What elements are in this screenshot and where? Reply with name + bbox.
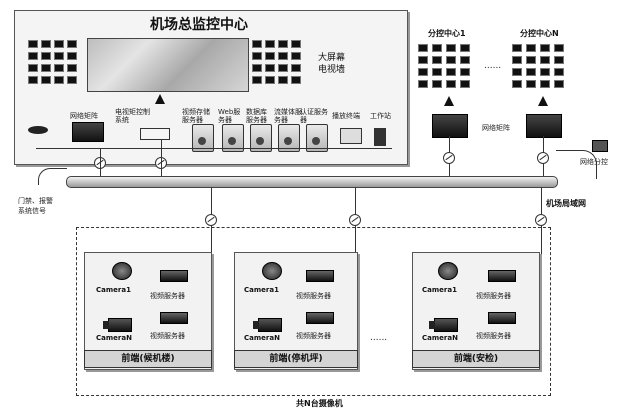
cameraN-label: CameraN: [244, 334, 280, 342]
web-server-icon: [222, 124, 244, 152]
db-server-label: 数据库服务器: [246, 108, 267, 124]
streaming-server-icon: [278, 124, 300, 152]
web-server-label: Web服务器: [218, 108, 241, 124]
access-alarm-label: 门禁、报警系统信号: [18, 197, 53, 215]
frontend-ellipsis: ......: [370, 333, 388, 343]
box-camera-icon: [103, 318, 132, 332]
keyboard-icon: [28, 126, 48, 134]
video-server-icon: [306, 312, 334, 324]
video-server-icon: [306, 270, 334, 282]
frontend1-link-node: [205, 214, 217, 226]
frontend-label: 前端(候机楼): [84, 350, 212, 368]
video-server-icon: [488, 312, 516, 324]
frontend-label: 前端(停机坪): [234, 350, 358, 368]
camera1-label: Camera1: [422, 286, 457, 294]
frontend-label: 前端(安检): [412, 350, 540, 368]
operator-icon: [374, 128, 386, 146]
auth-server-label: 认证服务器: [300, 108, 328, 124]
branchN-label: 分控中心N: [520, 29, 559, 38]
video-server-label: 视频服务器: [150, 292, 185, 300]
video-server-label: 视频服务器: [150, 332, 185, 340]
tv-matrix-box: [140, 128, 170, 140]
center-bus-line: [36, 148, 392, 149]
camera-group-outline: [76, 227, 551, 396]
branchN-switch-icon: [526, 114, 562, 138]
dome-camera-icon: [112, 262, 132, 280]
airport-lan-backbone: [66, 176, 558, 188]
cameraN-label: CameraN: [422, 334, 458, 342]
video-server-label: 视频服务器: [296, 292, 331, 300]
db-server-icon: [250, 124, 272, 152]
branch1-video-wall: [418, 44, 474, 90]
video-wall-label: 大屏幕 电视墙: [318, 53, 346, 75]
dome-camera-icon: [262, 262, 282, 280]
frontend3-link-node: [535, 214, 547, 226]
branch1-switch-icon: [432, 114, 468, 138]
center-title: 机场总监控中心: [150, 17, 248, 33]
streaming-server-label: 流媒体服务器: [274, 108, 302, 124]
branchN-arrow-icon: [538, 96, 548, 106]
tv-matrix-label: 电视矩控制系统: [115, 108, 150, 124]
video-wall-left: [28, 40, 84, 88]
arrow-up-icon: [155, 94, 165, 104]
video-storage-server-label: 视频存储服务器: [182, 108, 210, 124]
camera1-label: Camera1: [244, 286, 279, 294]
client-label: 播放终端: [332, 112, 360, 120]
client-computer-icon: [340, 128, 362, 144]
video-server-label: 视频服务器: [476, 292, 511, 300]
network-switch-label: 网络矩阵: [70, 112, 98, 120]
video-storage-server-icon: [192, 124, 214, 152]
workstation-label: 工作站: [370, 112, 391, 120]
laptop-connector: [556, 150, 597, 179]
frontend2-link-node: [349, 214, 361, 226]
branch-ellipsis: ......: [484, 61, 502, 71]
video-server-icon: [160, 270, 188, 282]
video-wall-right: [252, 40, 308, 88]
laptop-icon: [592, 140, 608, 152]
video-wall-map: [87, 38, 249, 92]
branch1-arrow-icon: [444, 96, 454, 106]
camera1-label: Camera1: [96, 286, 131, 294]
video-server-icon: [488, 270, 516, 282]
center-link-line-1: [100, 148, 101, 176]
branch1-link-node: [443, 152, 455, 164]
cameraN-label: CameraN: [96, 334, 132, 342]
frontend1-link-line: [211, 187, 212, 269]
branch1-label: 分控中心1: [428, 29, 466, 38]
dome-camera-icon: [438, 262, 458, 280]
center-link-line-2: [161, 140, 162, 176]
auth-server-icon: [306, 124, 328, 152]
box-camera-icon: [253, 318, 282, 332]
access-alarm-connector: [38, 168, 67, 185]
frontend2-link-line: [355, 187, 356, 269]
frontend3-link-line: [541, 187, 542, 269]
box-camera-icon: [429, 318, 458, 332]
video-server-label: 视频服务器: [476, 332, 511, 340]
branch-network-matrix-label: 网络矩阵: [482, 124, 510, 132]
branchN-link-node: [537, 152, 549, 164]
video-server-label: 视频服务器: [296, 332, 331, 340]
video-server-icon: [160, 312, 188, 324]
branchN-video-wall: [512, 44, 568, 90]
airport-lan-label: 机场局域网: [546, 199, 586, 208]
camera-count-label: 共N台摄像机: [296, 399, 343, 408]
network-switch-icon: [72, 122, 104, 142]
